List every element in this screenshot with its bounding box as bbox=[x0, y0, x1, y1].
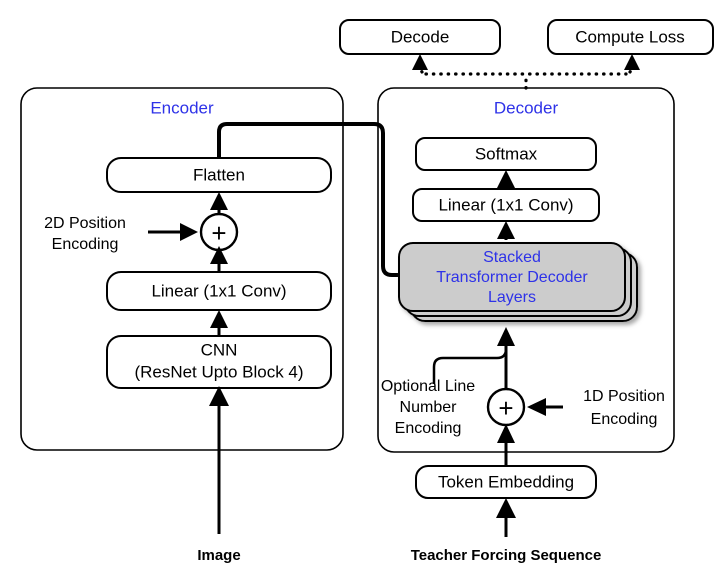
encoder-add-operator: + bbox=[199, 212, 239, 252]
arrow-tokenembed-to-decadd bbox=[497, 424, 515, 466]
pos1d-arrowhead bbox=[527, 398, 546, 416]
encoder-linear-node[interactable]: Linear (1x1 Conv) bbox=[106, 271, 332, 311]
pos1d-label-line1: 1D Position bbox=[583, 388, 665, 405]
arrowhead-to-compute-loss bbox=[624, 54, 640, 70]
arrowhead bbox=[497, 170, 515, 188]
tf-arrowhead bbox=[496, 498, 516, 518]
pos2d-label-line1: 2D Position bbox=[44, 215, 126, 232]
teacher-forcing-input-arrow: Teacher Forcing Sequence bbox=[411, 498, 602, 564]
arrowhead-to-decode bbox=[412, 54, 428, 70]
token-embedding-node[interactable]: Token Embedding bbox=[415, 465, 597, 499]
optional-line-number-input: Optional Line Number Encoding bbox=[381, 378, 475, 437]
arrowhead bbox=[210, 246, 228, 264]
arrowhead bbox=[210, 192, 228, 210]
optional-line-label-line2: Number bbox=[400, 399, 458, 416]
decoder-add-operator: + bbox=[486, 387, 526, 427]
encoder-linear-label: Linear (1x1 Conv) bbox=[151, 281, 286, 300]
stacked-transformer-decoder-layers[interactable]: Stacked Transformer Decoder Layers bbox=[398, 242, 638, 322]
image-arrowhead bbox=[209, 386, 229, 406]
decoder-linear-node[interactable]: Linear (1x1 Conv) bbox=[412, 188, 600, 222]
cnn-node[interactable]: CNN (ResNet Upto Block 4) bbox=[106, 335, 332, 389]
arrowhead bbox=[497, 424, 515, 443]
teacher-forcing-label: Teacher Forcing Sequence bbox=[411, 547, 602, 564]
stack-label-line1: Stacked bbox=[483, 249, 541, 266]
encoder-label: Encoder bbox=[150, 98, 214, 117]
decode-box[interactable] bbox=[339, 19, 501, 55]
decoder-label: Decoder bbox=[494, 98, 559, 117]
stack-label-line2: Transformer Decoder bbox=[436, 269, 588, 286]
softmax-node[interactable]: Softmax bbox=[415, 137, 597, 171]
stack-label-line3: Layers bbox=[488, 289, 536, 306]
decode-node[interactable]: Decode bbox=[339, 19, 501, 55]
encoder-add-symbol: + bbox=[211, 218, 226, 248]
arrowhead bbox=[497, 327, 515, 346]
arrow-cnn-to-enclinear bbox=[210, 310, 228, 336]
pos1d-input: 1D Position Encoding bbox=[527, 388, 665, 428]
encoder-output-path bbox=[217, 122, 398, 277]
output-dotted-connector bbox=[412, 54, 640, 90]
optional-line-label-line1: Optional Line bbox=[381, 378, 475, 395]
encoder-container bbox=[20, 87, 344, 451]
stack-layer-1[interactable] bbox=[398, 242, 626, 312]
dotted-elbow-right bbox=[628, 66, 634, 74]
compute-loss-node[interactable]: Compute Loss bbox=[547, 19, 714, 55]
token-embedding-label: Token Embedding bbox=[438, 472, 574, 491]
pos1d-label-line2: Encoding bbox=[591, 411, 658, 428]
decoder-linear-label: Linear (1x1 Conv) bbox=[438, 195, 573, 214]
cnn-label-line2: (ResNet Upto Block 4) bbox=[134, 362, 303, 381]
dotted-elbow-left bbox=[418, 66, 424, 74]
flatten-label: Flatten bbox=[193, 165, 245, 184]
image-input-arrow: Image bbox=[197, 386, 241, 564]
pos2d-arrowhead bbox=[180, 223, 198, 241]
arrow-enclinear-to-encadd bbox=[210, 246, 228, 272]
arrowhead bbox=[210, 310, 228, 328]
compute-loss-box[interactable] bbox=[547, 19, 714, 55]
softmax-label: Softmax bbox=[475, 144, 538, 163]
decode-label: Decode bbox=[391, 27, 450, 46]
cnn-label-line1: CNN bbox=[201, 340, 238, 359]
arrow-stack-to-declinear bbox=[497, 221, 515, 240]
compute-loss-label: Compute Loss bbox=[575, 27, 685, 46]
flatten-node[interactable]: Flatten bbox=[106, 157, 332, 193]
encoder-group: Encoder bbox=[20, 87, 344, 451]
pos2d-input: 2D Position Encoding bbox=[44, 215, 198, 253]
arrowhead bbox=[497, 221, 515, 239]
optional-line-number-path bbox=[432, 345, 508, 384]
optional-line-number-connector bbox=[432, 345, 508, 384]
decoder-add-symbol: + bbox=[498, 393, 513, 423]
pos2d-label-line2: Encoding bbox=[52, 236, 119, 253]
image-input-label: Image bbox=[197, 547, 240, 564]
optional-line-label-line3: Encoding bbox=[395, 420, 462, 437]
